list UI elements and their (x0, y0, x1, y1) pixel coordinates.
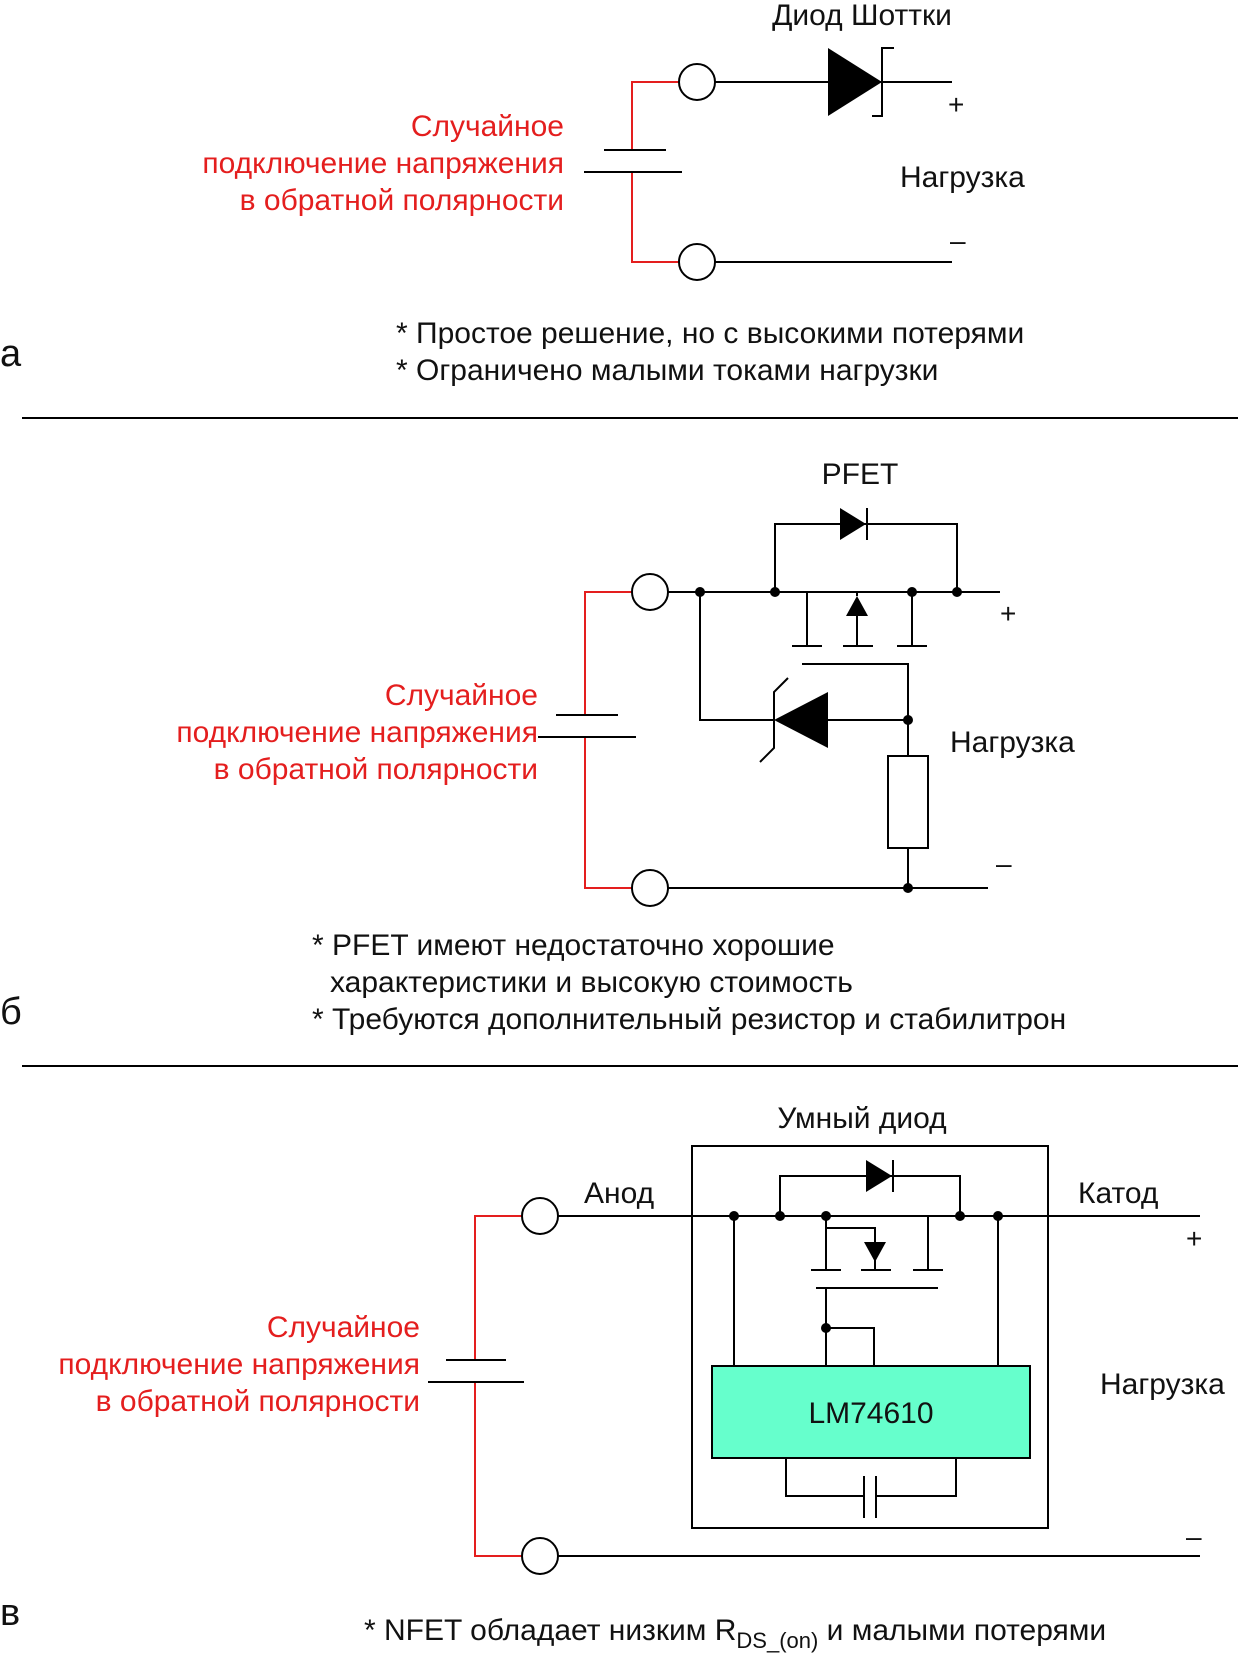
input-terminal-bottom (678, 243, 716, 281)
source-label-line3: в обратной полярности (240, 184, 564, 217)
zener-diode-symbol (759, 677, 908, 763)
pfet-label: PFET (822, 458, 899, 491)
panel-a: а Диод Шоттки Случайное подключение напр… (0, 0, 1025, 387)
reverse-source-b (538, 591, 636, 889)
note-c: * NFET обладает низким RDS_(on) и малыми… (364, 1614, 1106, 1653)
source-label-line1: Случайное (267, 1311, 420, 1344)
plus-sign: + (1000, 598, 1016, 629)
source-label-line2: подключение напряжения (202, 147, 564, 180)
note-a-2: * Ограничено малыми токами нагрузки (396, 354, 938, 387)
cathode-label: Катод (1078, 1177, 1158, 1210)
reverse-source-a (584, 81, 686, 263)
reverse-source-c (428, 1215, 524, 1557)
note-b-1: * PFET имеют недостаточно хорошие (312, 929, 835, 962)
note-c-subscript: DS_(on) (736, 1628, 818, 1653)
load-label: Нагрузка (1100, 1368, 1225, 1401)
body-diode-symbol (866, 1160, 894, 1192)
source-label-line1: Случайное (411, 110, 564, 143)
input-terminal-top (521, 1197, 559, 1235)
ic-label: LM74610 (808, 1397, 933, 1430)
input-terminal-bottom (521, 1537, 559, 1575)
source-label-line3: в обратной полярности (96, 1385, 420, 1418)
input-terminal-bottom (631, 869, 669, 907)
note-c-suffix: и малыми потерями (818, 1614, 1106, 1647)
panel-letter-c: в (0, 1592, 20, 1634)
note-b-3: * Требуются дополнительный резистор и ст… (312, 1003, 1066, 1036)
plus-sign: + (948, 89, 964, 120)
load-label: Нагрузка (950, 726, 1075, 759)
source-label-line2: подключение напряжения (58, 1348, 420, 1381)
plus-sign: + (1186, 1223, 1202, 1254)
panel-c: в Умный диод Анод Катод Случайное подклю… (0, 1102, 1225, 1653)
panel-letter-a: а (0, 333, 22, 375)
schottky-diode-symbol (828, 47, 894, 117)
input-terminal-top (678, 63, 716, 101)
resistor-symbol (887, 755, 929, 849)
smart-diode-box (691, 1145, 1049, 1529)
pfet-symbol (775, 591, 927, 720)
note-a-1: * Простое решение, но с высокими потерям… (396, 317, 1024, 350)
input-terminal-top (631, 573, 669, 611)
note-b-2: характеристики и высокую стоимость (330, 966, 853, 999)
smart-diode-label: Умный диод (777, 1102, 946, 1135)
source-label-line3: в обратной полярности (214, 753, 538, 786)
lm74610-ic (711, 1365, 1031, 1459)
panel-letter-b: б (0, 991, 22, 1033)
source-label-line2: подключение напряжения (176, 716, 538, 749)
load-label: Нагрузка (900, 161, 1025, 194)
body-diode-symbol (840, 508, 868, 540)
minus-sign: – (996, 848, 1012, 879)
nfet-symbol (811, 1216, 943, 1328)
note-c-prefix: * NFET обладает низким R (364, 1614, 736, 1647)
capacitor-symbol (785, 1458, 957, 1518)
anode-label: Анод (584, 1177, 654, 1210)
source-label-line1: Случайное (385, 679, 538, 712)
minus-sign: – (1186, 1521, 1202, 1552)
minus-sign: – (950, 225, 966, 256)
schottky-diode-label: Диод Шоттки (772, 0, 952, 32)
panel-b: б PFET Случайное подключение напряжения … (0, 458, 1075, 1036)
